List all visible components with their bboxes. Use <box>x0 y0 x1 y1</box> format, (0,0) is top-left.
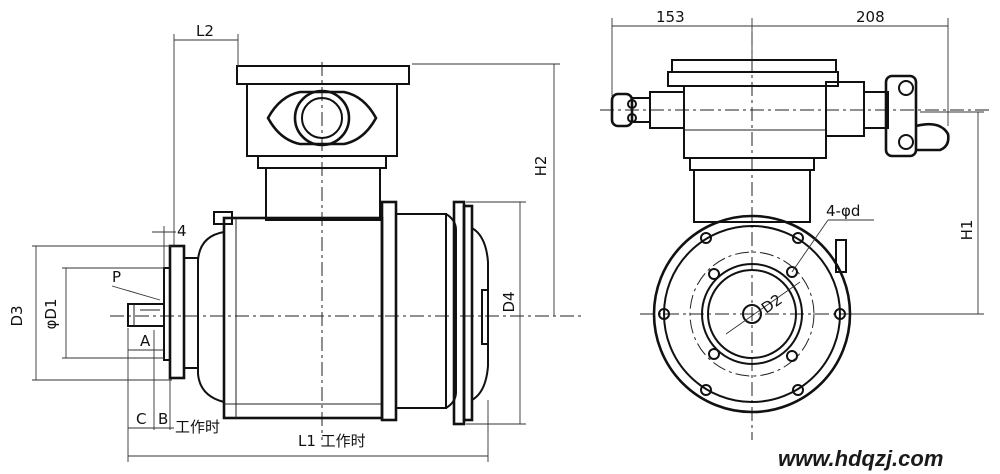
motor-frame <box>222 216 384 420</box>
end-shaft <box>742 304 762 324</box>
label-208: 208 <box>856 8 885 26</box>
label-a: A <box>140 332 151 350</box>
label-d3: D3 <box>8 305 26 326</box>
end-flange-outer <box>652 214 852 414</box>
bolt-hole-outer-4 <box>834 308 846 320</box>
frame-shoulder <box>197 231 225 403</box>
bolt-hole-outer-6 <box>792 384 804 396</box>
end-spigot-inner <box>707 269 797 359</box>
cable-gland-boss <box>266 90 378 146</box>
bolt-hole-outer-1 <box>700 232 712 244</box>
right-gland-nut <box>863 91 889 129</box>
shaft <box>127 303 165 327</box>
end-pitch-circle <box>689 251 815 377</box>
label-d2: D2 <box>758 290 786 317</box>
label-4: 4 <box>177 222 187 240</box>
bolt-hole-inner-3 <box>708 348 720 360</box>
cable-clamp <box>884 74 918 158</box>
bolt-hole-outer-5 <box>700 384 712 396</box>
rear-flange-3 <box>462 204 474 422</box>
bolt-hole-inner-1 <box>708 268 720 280</box>
end-view: 153 208 H1 4-φd D2 <box>600 8 990 440</box>
label-c: C <box>136 410 146 428</box>
rear-shaft-stub <box>481 289 489 345</box>
rear-end-shield <box>395 213 447 409</box>
leader-bolts <box>791 219 829 273</box>
label-h1: H1 <box>958 220 976 241</box>
end-spigot <box>701 263 803 365</box>
fan-cover <box>471 227 489 401</box>
label-153: 153 <box>656 8 685 26</box>
jbox-lid <box>671 59 837 73</box>
cable-end <box>915 122 950 152</box>
left-gland-dot-2 <box>627 113 637 123</box>
clamp-bolt-bottom <box>898 134 914 150</box>
left-gland-dot-1 <box>627 99 637 109</box>
label-bolts: 4-φd <box>826 202 860 220</box>
leader-p <box>111 285 161 301</box>
label-l1: L1 工作时 <box>298 432 366 450</box>
terminal-box-neck <box>265 167 381 221</box>
label-h2: H2 <box>532 156 550 177</box>
end-side-boss <box>835 239 847 273</box>
dim-line-d2 <box>725 281 801 335</box>
bolt-hole-inner-2 <box>786 266 798 278</box>
label-b: B <box>158 410 168 428</box>
bolt-hole-outer-2 <box>792 232 804 244</box>
cable-gland-ring <box>293 89 351 147</box>
label-l2: L2 <box>196 22 214 40</box>
left-gland-cap <box>610 92 634 128</box>
rear-end-shield-edge <box>445 213 457 409</box>
jbox-lid-rim <box>667 71 839 87</box>
jbox-body <box>683 85 827 159</box>
label-d4: D4 <box>500 291 518 312</box>
label-d1: φD1 <box>42 299 60 330</box>
clamp-bolt-top <box>898 80 914 96</box>
rear-flange-1 <box>380 200 398 422</box>
watermark: www.hdqzj.com <box>778 446 943 471</box>
right-gland-body <box>825 81 865 137</box>
label-working-b: 工作时 <box>175 418 220 436</box>
side-view: L2 H2 D4 D3 φD1 P 4 A C <box>8 22 585 462</box>
bolt-hole-inner-4 <box>786 350 798 362</box>
end-flange-inner <box>663 225 841 403</box>
jbox-neck <box>693 169 811 223</box>
bolt-hole-outer-3 <box>658 308 670 320</box>
terminal-box-cover <box>236 65 410 85</box>
cable-gland-bore <box>301 97 343 139</box>
label-p: P <box>112 268 121 286</box>
front-bearing-cover <box>183 257 199 369</box>
front-flange <box>168 244 186 380</box>
